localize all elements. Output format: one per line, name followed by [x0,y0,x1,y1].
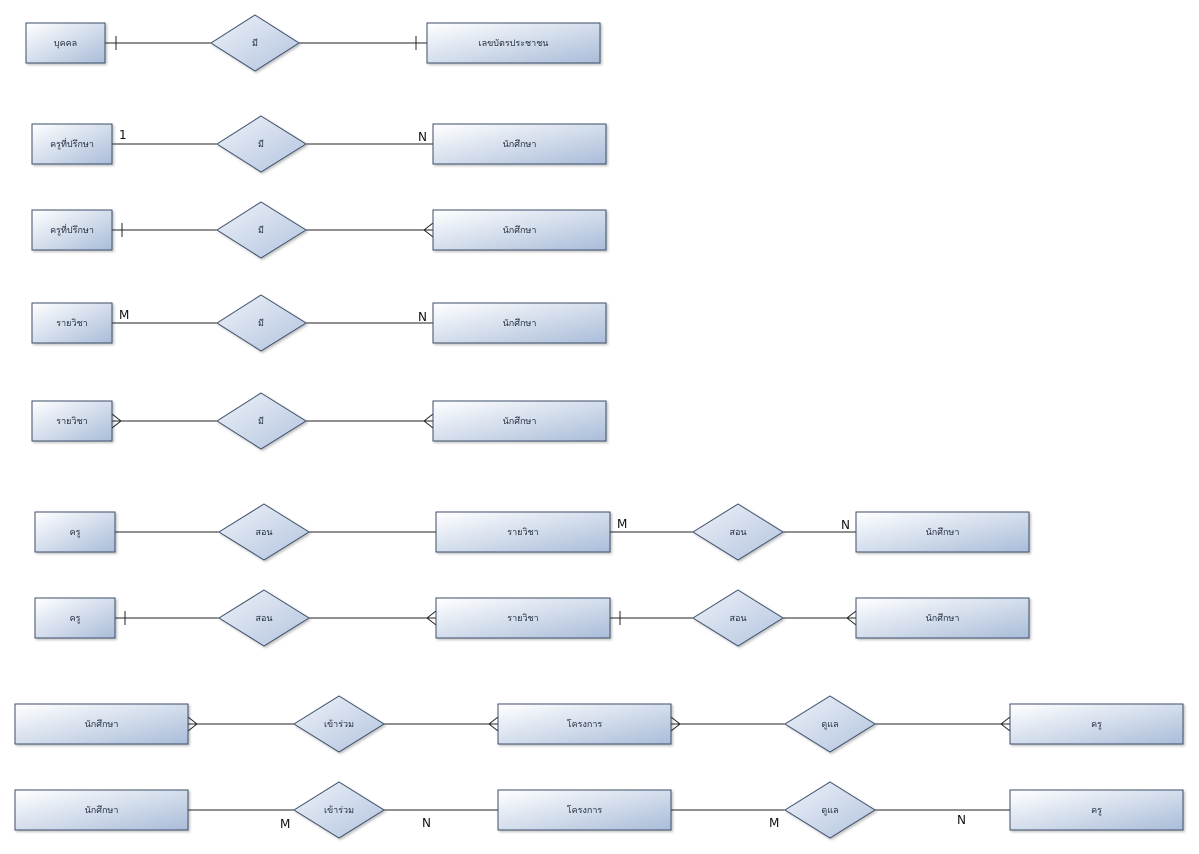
entity-student[interactable]: นักศึกษา [855,511,1030,553]
relationship-label: สอน [255,614,272,624]
entity-student[interactable]: นักศึกษา [14,789,189,831]
relationship-has[interactable]: มี [216,115,307,173]
entity-label: รายวิชา [56,416,87,427]
er-row-5: รายวิชา มี นักศึกษา [31,392,607,450]
entity-project[interactable]: โครงการ [497,789,672,831]
crowfoot-marker [1000,716,1011,732]
entity-label: ครูที่ปรึกษา [50,223,94,236]
entity-student[interactable]: นักศึกษา [432,123,607,165]
entity-course[interactable]: รายวิชา [31,400,113,442]
entity-label: นักศึกษา [503,139,537,150]
entity-label: นักศึกษา [503,318,537,329]
entity-label: ครู [1091,720,1102,730]
entity-label: บุคคล [54,39,77,49]
crowfoot-marker [111,413,122,429]
entity-label: โครงการ [567,719,603,730]
relationship-label: ดูแล [821,806,838,816]
entity-label: โครงการ [567,805,603,816]
relationship-has[interactable]: มี [216,294,307,352]
cardinality-label: 1 [119,128,127,142]
cardinality-label: M [769,816,779,830]
cardinality-label: N [957,813,966,827]
entity-label: ครู [70,528,81,538]
relationship-label: เข้าร่วม [324,719,354,730]
crowfoot-marker [187,716,198,732]
entity-label: รายวิชา [507,613,538,624]
entity-label: เลขบัตรประชาชน [479,39,549,49]
entity-id-card-number[interactable]: เลขบัตรประชาชน [426,22,601,64]
relationship-label: สอน [729,614,746,624]
crowfoot-marker [488,716,499,732]
cardinality-label: M [119,308,129,322]
entity-advisor[interactable]: ครูที่ปรึกษา [31,123,113,165]
entity-label: นักศึกษา [926,527,960,538]
cardinality-label: N [418,310,427,324]
entity-student[interactable]: นักศึกษา [432,400,607,442]
relationship-label: เข้าร่วม [324,805,354,816]
relationship-has[interactable]: มี [210,14,300,72]
crowfoot-marker [423,413,434,429]
relationship-has[interactable]: มี [216,201,307,259]
er-row-3: ครูที่ปรึกษา มี นักศึกษา [31,201,607,259]
entity-label: นักศึกษา [503,416,537,427]
entity-teacher[interactable]: ครู [1009,703,1184,745]
er-row-4: รายวิชา มี นักศึกษา M N [31,294,607,352]
er-row-7: ครู สอน รายวิชา สอน นักศึกษา [34,589,1030,647]
cardinality-label: M [280,817,290,831]
entity-teacher[interactable]: ครู [34,597,116,639]
er-row-9: นักศึกษา เข้าร่วม โครงการ ดูแล ครู M N M… [14,781,1184,839]
entity-label: ครูที่ปรึกษา [50,137,94,150]
relationship-participates[interactable]: เข้าร่วม [293,695,385,753]
er-row-8: นักศึกษา เข้าร่วม โครงการ ดูแล ครู [14,695,1184,753]
entity-student[interactable]: นักศึกษา [432,302,607,344]
er-row-2: ครูที่ปรึกษา มี นักศึกษา 1 N [31,115,607,173]
relationship-participates[interactable]: เข้าร่วม [293,781,385,839]
relationship-label: สอน [729,528,746,538]
entity-label: นักศึกษา [85,805,119,816]
er-row-6: ครู สอน รายวิชา สอน นักศึกษา M N [34,503,1030,561]
entity-student[interactable]: นักศึกษา [432,209,607,251]
crowfoot-marker [846,610,857,626]
relationship-label: มี [258,139,264,150]
entity-advisor[interactable]: ครูที่ปรึกษา [31,209,113,251]
relationship-supervises[interactable]: ดูแล [784,781,876,839]
relationship-has[interactable]: มี [216,392,307,450]
entity-teacher[interactable]: ครู [1009,789,1184,831]
relationship-teaches[interactable]: สอน [692,589,784,647]
relationship-teaches[interactable]: สอน [218,589,310,647]
entity-label: นักศึกษา [503,225,537,236]
entity-student[interactable]: นักศึกษา [855,597,1030,639]
cardinality-label: N [841,518,850,532]
relationship-label: มี [258,318,264,329]
entity-person[interactable]: บุคคล [25,22,106,64]
er-row-1: บุคคล มี เลขบัตรประชาชน [25,14,601,72]
cardinality-label: N [418,130,427,144]
entity-label: ครู [70,614,81,624]
entity-label: นักศึกษา [85,719,119,730]
entity-student[interactable]: นักศึกษา [14,703,189,745]
relationship-label: มี [258,225,264,236]
relationship-label: มี [252,38,258,49]
entity-label: รายวิชา [507,527,538,538]
entity-course[interactable]: รายวิชา [435,597,611,639]
relationship-teaches[interactable]: สอน [692,503,784,561]
relationship-supervises[interactable]: ดูแล [784,695,876,753]
relationship-label: มี [258,416,264,427]
entity-label: นักศึกษา [926,613,960,624]
cardinality-label: M [617,517,627,531]
entity-label: รายวิชา [56,318,87,329]
entity-project[interactable]: โครงการ [497,703,672,745]
crowfoot-marker [423,222,434,238]
entity-course[interactable]: รายวิชา [31,302,113,344]
entity-label: ครู [1091,806,1102,816]
relationship-label: ดูแล [821,720,838,730]
entity-course[interactable]: รายวิชา [435,511,611,553]
crowfoot-marker [426,610,437,626]
cardinality-label: N [422,816,431,830]
relationship-label: สอน [255,528,272,538]
crowfoot-marker [670,716,681,732]
entity-teacher[interactable]: ครู [34,511,116,553]
relationship-teaches[interactable]: สอน [218,503,310,561]
